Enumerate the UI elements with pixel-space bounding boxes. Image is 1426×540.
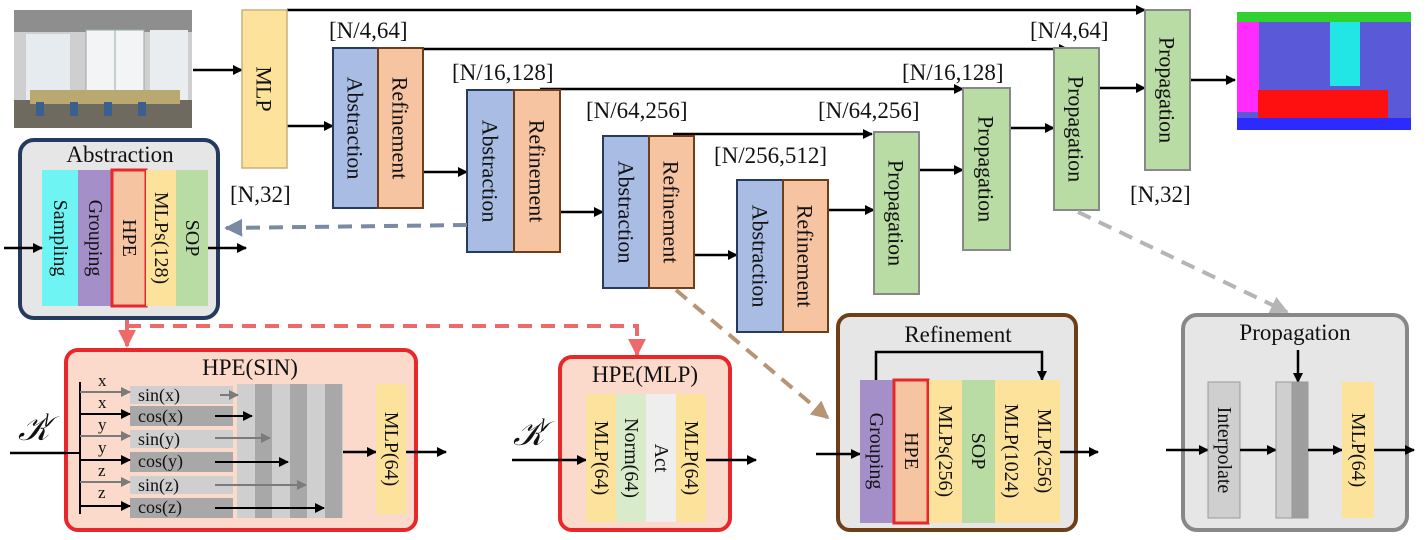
- svg-text:[N,32]: [N,32]: [1130, 182, 1191, 207]
- refinement-label: Refinement: [388, 77, 413, 180]
- abstraction-label: Abstraction: [748, 205, 773, 308]
- refinement-panel: Refinement Grouping HPE MLPs(256) SOP ML…: [816, 313, 1099, 532]
- svg-text:[N/256,512]: [N/256,512]: [714, 143, 827, 168]
- svg-text:[N/64,256]: [N/64,256]: [818, 98, 920, 123]
- skip-connections: [287, 5, 1146, 139]
- main-flow-arrows: [193, 65, 1236, 260]
- svg-text:MLP(1024): MLP(1024): [1000, 404, 1022, 498]
- svg-text:sin(z): sin(z): [138, 475, 179, 496]
- svg-text:HPE: HPE: [118, 219, 140, 257]
- svg-text:Abstraction: Abstraction: [66, 142, 174, 167]
- input-photo: [14, 10, 192, 128]
- stage-4: Abstraction Refinement: [736, 179, 829, 333]
- svg-text:Grouping: Grouping: [865, 413, 887, 490]
- svg-text:MLP(64): MLP(64): [590, 421, 612, 495]
- sin-rows: x sin(x) x cos(x) y sin(y) y cos(y) z si…: [80, 371, 325, 518]
- refinement-label: Refinement: [659, 161, 684, 264]
- svg-text:y: y: [98, 415, 107, 434]
- svg-text:Propagation: Propagation: [884, 160, 909, 266]
- svg-text:MLP(256): MLP(256): [1033, 409, 1055, 493]
- svg-text:[N/64,256]: [N/64,256]: [586, 98, 688, 123]
- svg-text:[N/4,64]: [N/4,64]: [1030, 18, 1109, 43]
- svg-text:MLPs(128): MLPs(128): [150, 192, 172, 284]
- svg-text:Grouping: Grouping: [84, 200, 106, 277]
- svg-text:Propagation: Propagation: [974, 116, 999, 222]
- dimension-labels: [N,32] [N/4,64] [N/16,128] [N/64,256] [N…: [230, 18, 1191, 207]
- refinement-label: Refinement: [525, 120, 550, 223]
- svg-text:MLP(64): MLP(64): [1347, 413, 1369, 487]
- svg-text:x: x: [98, 371, 107, 390]
- svg-text:sin(y): sin(y): [138, 429, 180, 450]
- output-segmentation: [1237, 12, 1411, 130]
- svg-text:cos(y): cos(y): [138, 451, 183, 472]
- svg-text:MLPs(256): MLPs(256): [934, 405, 956, 497]
- propagation-blocks: Propagation Propagation Propagation Prop…: [873, 9, 1191, 295]
- svg-text:z: z: [98, 461, 106, 480]
- svg-text:Refinement: Refinement: [904, 322, 1012, 347]
- abstraction-panel: Abstraction Sampling Grouping HPE MLPs(1…: [4, 138, 247, 320]
- propagation-panel: Propagation Interpolate MLP(64): [1166, 313, 1415, 532]
- svg-text:SOP: SOP: [181, 220, 203, 257]
- input-symbol: 𝒦: [18, 411, 60, 448]
- svg-text:Propagation: Propagation: [1064, 76, 1089, 182]
- svg-text:[N/16,128]: [N/16,128]: [902, 60, 1004, 85]
- input-superscript: l: [44, 410, 49, 430]
- stage-3: Abstraction Refinement: [602, 135, 695, 289]
- svg-text:[N/4,64]: [N/4,64]: [329, 18, 408, 43]
- svg-text:z: z: [98, 483, 106, 502]
- hpe-mlp-panel: HPE(MLP) 𝒦 l MLP(64) Norm(64) Act MLP(64…: [512, 355, 757, 532]
- stage-1: Abstraction Refinement: [332, 47, 424, 209]
- svg-text:SOP: SOP: [967, 433, 989, 470]
- svg-text:Interpolate: Interpolate: [1213, 407, 1235, 494]
- callout-arrows: [118, 210, 1289, 420]
- svg-text:[N,32]: [N,32]: [230, 182, 291, 207]
- refinement-label: Refinement: [793, 205, 818, 308]
- abstraction-label: Abstraction: [478, 120, 503, 223]
- svg-text:Sampling: Sampling: [49, 200, 71, 277]
- hpe-sin-panel: HPE(SIN) 𝒦 l x sin(x) x cos(x) y sin(y): [10, 348, 447, 532]
- svg-text:MLP(64): MLP(64): [380, 412, 402, 486]
- input-symbol: 𝒦: [513, 416, 555, 453]
- svg-text:cos(x): cos(x): [138, 406, 183, 427]
- stage-2: Abstraction Refinement: [466, 89, 561, 253]
- abstraction-label: Abstraction: [343, 77, 368, 180]
- svg-text:sin(x): sin(x): [138, 385, 180, 406]
- svg-text:HPE: HPE: [900, 432, 922, 470]
- svg-text:MLP: MLP: [252, 66, 277, 111]
- svg-text:MLP(64): MLP(64): [680, 421, 702, 495]
- block-mlp: MLP: [241, 9, 288, 169]
- svg-text:Propagation: Propagation: [1155, 37, 1180, 143]
- svg-text:[N/16,128]: [N/16,128]: [452, 60, 554, 85]
- svg-text:Act: Act: [650, 444, 672, 473]
- svg-text:cos(z): cos(z): [138, 497, 182, 518]
- svg-text:Norm(64): Norm(64): [620, 418, 642, 498]
- abstraction-label: Abstraction: [614, 161, 639, 264]
- svg-text:y: y: [98, 438, 107, 457]
- input-superscript: l: [540, 415, 545, 435]
- svg-text:x: x: [98, 393, 107, 412]
- svg-text:HPE(SIN): HPE(SIN): [202, 355, 298, 380]
- svg-text:HPE(MLP): HPE(MLP): [592, 362, 698, 387]
- svg-text:Propagation: Propagation: [1239, 320, 1351, 345]
